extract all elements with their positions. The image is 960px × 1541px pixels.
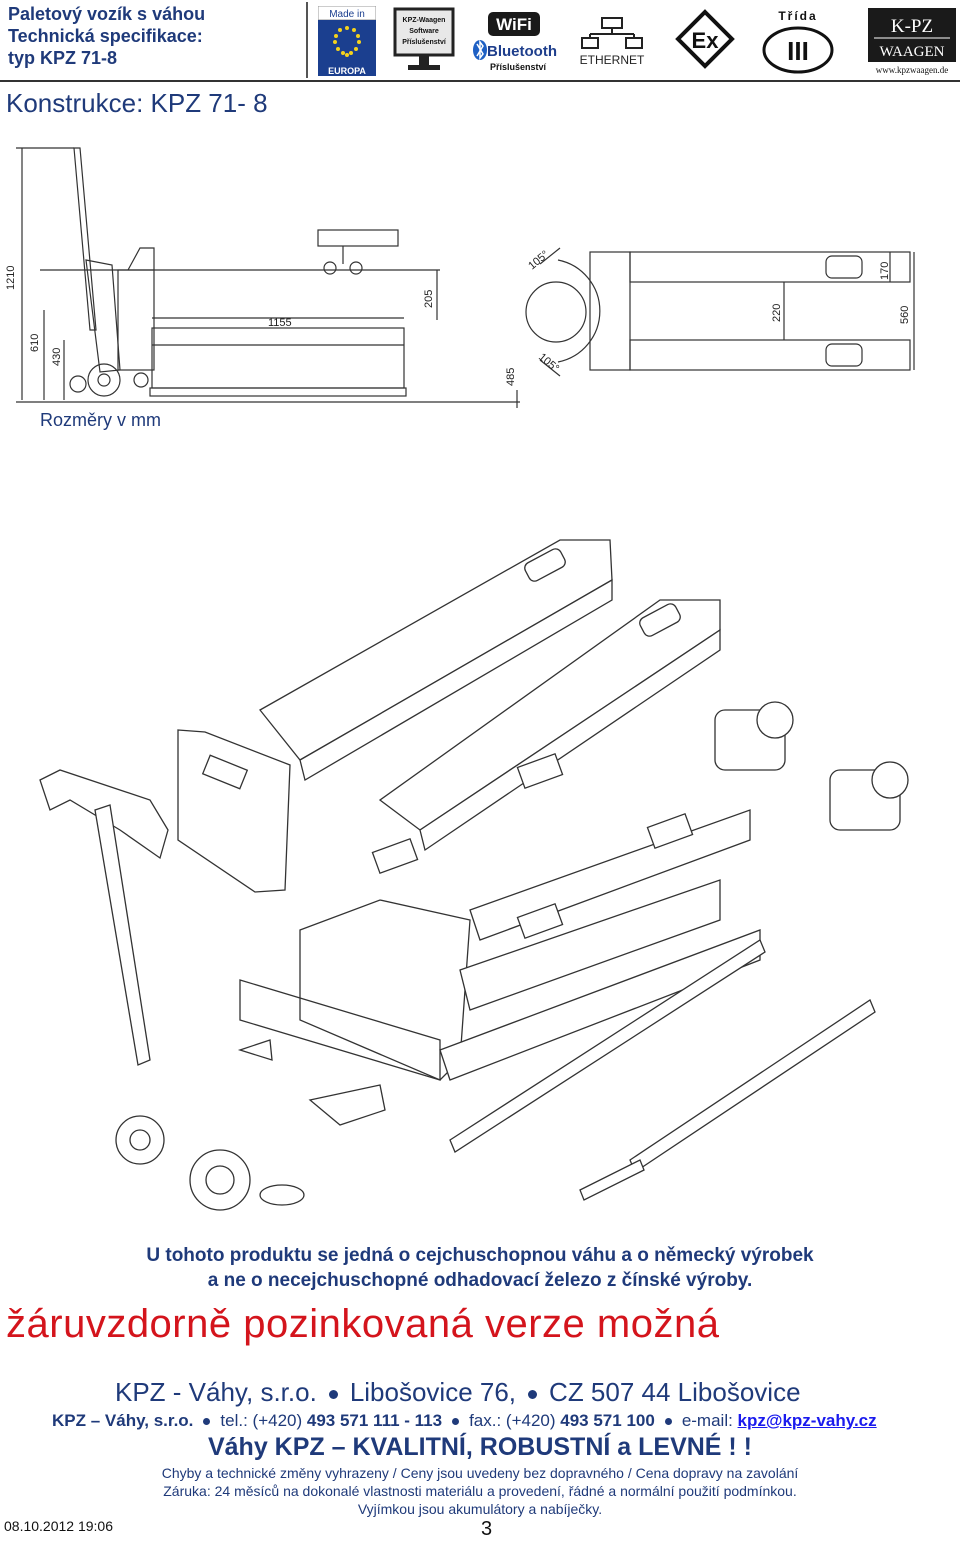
atex-ex-logo: Ex (675, 9, 735, 69)
bullet-icon (328, 1389, 338, 1399)
bullet-icon (664, 1418, 672, 1426)
kpz-waagen-logo: K-PZ WAAGEN www.kpzwaagen.de (868, 8, 956, 75)
dim-485: 485 (505, 368, 517, 386)
software-line-2: Software (409, 28, 439, 35)
contact-company: KPZ – Váhy, s.r.o. (52, 1411, 194, 1430)
wifi-label: WiFi (496, 15, 532, 34)
title-line-1: Paletový vozík s váhou (8, 4, 206, 24)
ethernet-label: ETHERNET (580, 53, 645, 67)
dim-560: 560 (899, 306, 911, 324)
brand-line-2: WAAGEN (880, 44, 945, 60)
software-line-1: KPZ-Waagen (403, 17, 446, 24)
intro-line-2: a ne o necejchuschopné odhadovací železo… (207, 1270, 753, 1291)
notes-line-1: Chyby a technické změny vyhrazeny / Ceny… (161, 1465, 799, 1481)
tel-number: 493 571 111 - 113 (306, 1411, 443, 1430)
dim-1155: 1155 (268, 317, 292, 329)
fax-label: fax.: (+420) (469, 1411, 561, 1430)
bluetooth-sub-label: Příslušenství (490, 62, 547, 72)
tel-label: tel.: (+420) (220, 1411, 307, 1430)
construction-title: Konstrukce: KPZ 71- 8 (6, 88, 268, 118)
fax-number: 493 571 100 (560, 1411, 655, 1430)
bullet-icon (203, 1418, 211, 1426)
ex-label: Ex (692, 28, 720, 53)
software-line-3: Příslušenství (402, 39, 447, 46)
dimension-drawing: 1210 610 430 1155 205 485 105° 105° 220 … (5, 147, 915, 408)
galvanized-notice: žáruvzdorně pozinkovaná verze možná (6, 1302, 720, 1346)
notes-line-3: Vyjímkou jsou akumulátory a nabíječky. (357, 1501, 603, 1517)
software-monitor-logo: KPZ-Waagen Software Příslušenství (393, 7, 455, 70)
class-label: Třída (778, 9, 817, 23)
title-line-2: Technická specifikace: (8, 26, 203, 46)
address-company: KPZ - Váhy, s.r.o. (115, 1377, 317, 1407)
brand-url: www.kpzwaagen.de (876, 65, 948, 75)
dim-610: 610 (29, 334, 41, 352)
address-line: KPZ - Váhy, s.r.o. Libošovice 76, CZ 507 4… (115, 1377, 801, 1408)
document-title: Paletový vozík s váhou Technická specifi… (8, 3, 205, 69)
bullet-icon (528, 1389, 538, 1399)
eu-top-label: Made in (329, 9, 365, 20)
contact-line: KPZ – Váhy, s.r.o. tel.: (+420) 493 571 1… (52, 1411, 877, 1431)
dimensions-caption: Rozměry v mm (40, 410, 161, 430)
notes-line-2: Záruka: 24 měsíců na dokonalé vlastnosti… (163, 1483, 797, 1499)
header-divider (306, 2, 308, 78)
dim-220: 220 (771, 304, 783, 322)
dim-430: 430 (51, 348, 63, 366)
footer-date: 08.10.2012 19:06 (4, 1518, 113, 1534)
dim-105-bottom: 105° (536, 351, 561, 375)
slogan: Váhy KPZ – KVALITNÍ, ROBUSTNÍ a LEVNÉ ! … (207, 1433, 753, 1461)
wifi-bluetooth-logo: WiFi Bluetooth Příslušenství (473, 12, 557, 72)
dim-105-top: 105° (526, 248, 551, 272)
address-street: Libošovice 76, (349, 1377, 517, 1407)
bluetooth-label: Bluetooth (487, 43, 557, 60)
intro-line-1: U tohoto produktu se jedná o cejchuschop… (146, 1245, 814, 1266)
brand-line-1: K-PZ (891, 16, 933, 37)
network-icon (601, 17, 623, 29)
bullet-icon (452, 1418, 460, 1426)
email-label: e-mail: (681, 1411, 738, 1430)
exploded-view-drawing (39, 539, 909, 1211)
dim-205: 205 (423, 290, 435, 308)
address-city: CZ 507 44 Libošovice (549, 1377, 801, 1407)
header-rule (0, 80, 960, 82)
dim-170: 170 (879, 262, 891, 280)
page-number: 3 (481, 1518, 493, 1540)
title-line-3: typ KPZ 71-8 (8, 48, 118, 68)
eu-bottom-label: EUROPA (328, 66, 366, 76)
email-link[interactable]: kpz@kpz-vahy.cz (737, 1411, 877, 1430)
made-in-europe-logo: Made in EUROPA (318, 6, 376, 76)
ethernet-logo: ETHERNET (580, 17, 645, 67)
class-value: III (787, 36, 809, 66)
dim-1210: 1210 (5, 266, 17, 290)
accuracy-class-logo: Třída III (762, 9, 834, 74)
